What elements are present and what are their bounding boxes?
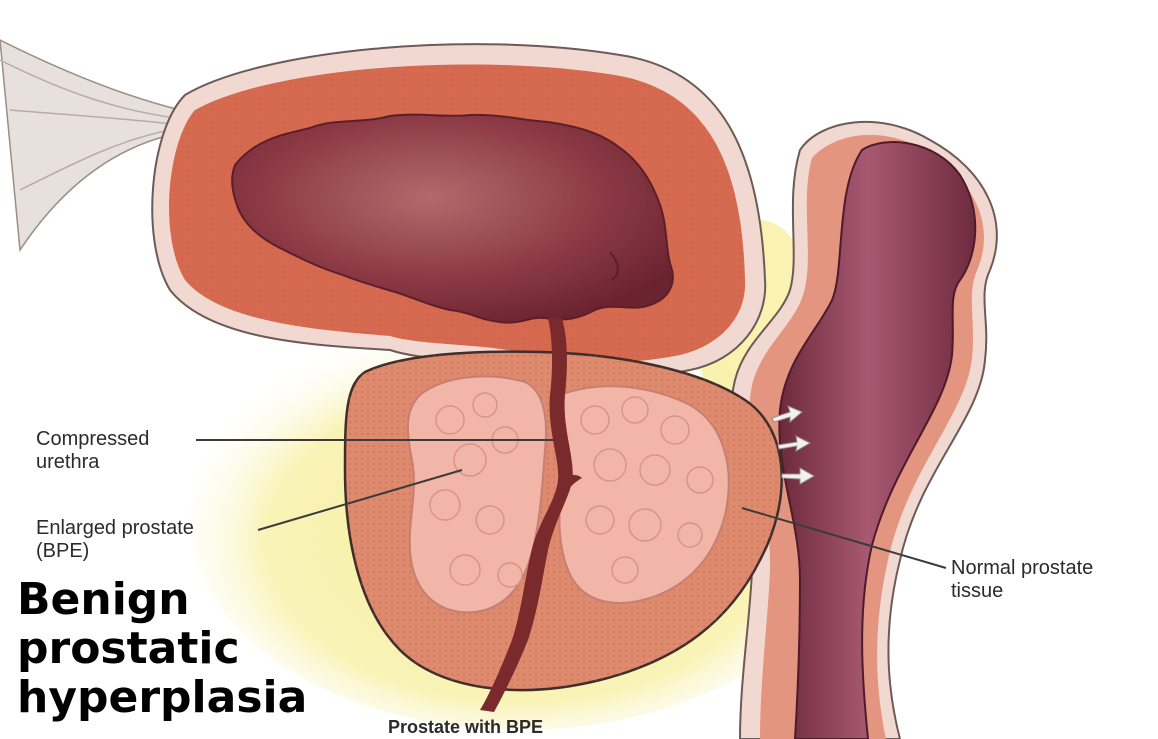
label-enlarged-prostate: Enlarged prostate (BPE) [36,517,194,563]
label-normal-prostate-tissue: Normal prostate tissue [951,557,1093,603]
figure-caption: Prostate with BPE [388,717,543,738]
slide-title: Benign prostatic hyperplasia [17,575,307,722]
label-compressed-urethra: Compressed urethra [36,428,149,474]
